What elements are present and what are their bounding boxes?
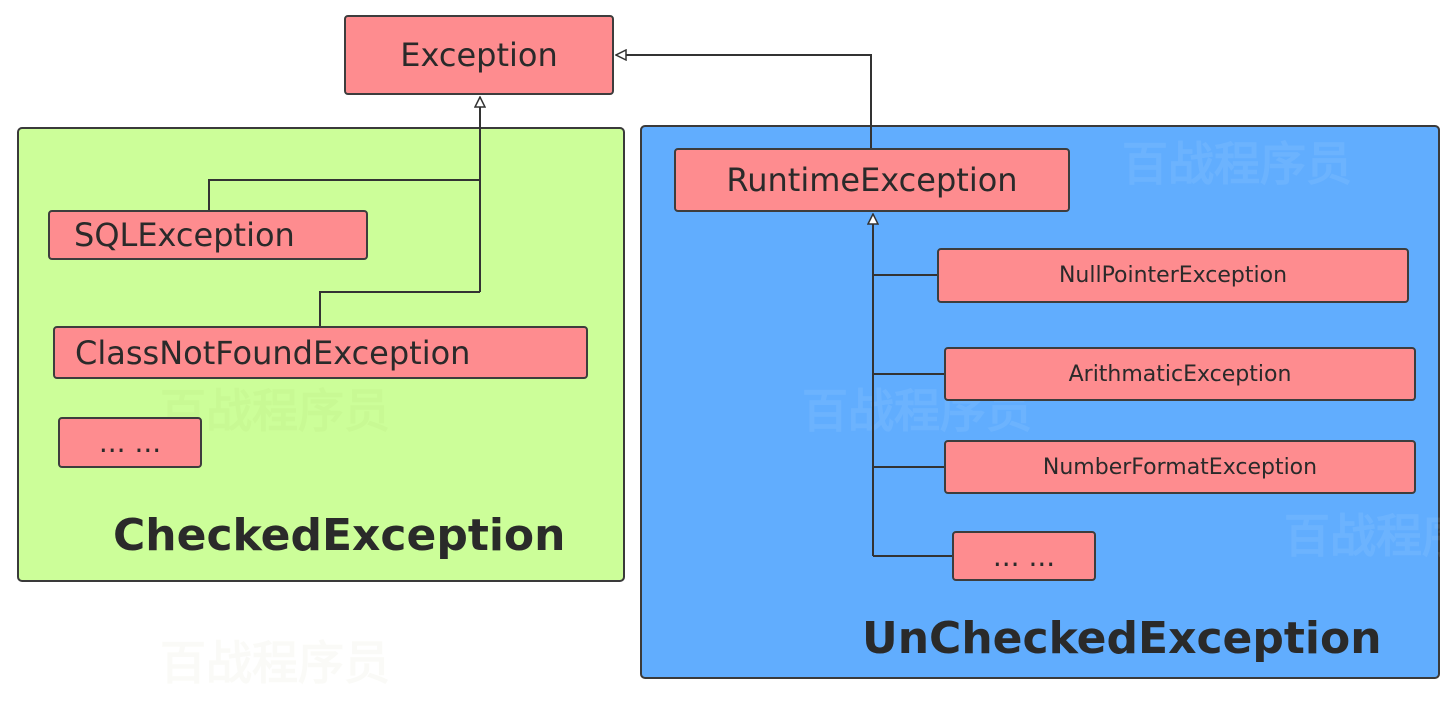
unchecked-ellipsis-node: ... ... <box>952 531 1096 581</box>
exception-node: Exception <box>344 15 614 95</box>
class-not-found-exception-node: ClassNotFoundException <box>53 326 588 379</box>
runtime-to-exception-connector <box>616 55 872 148</box>
number-format-exception-node: NumberFormatException <box>944 440 1416 494</box>
null-pointer-exception-node: NullPointerException <box>937 248 1409 303</box>
class-not-found-connector <box>319 291 480 326</box>
checked-exception-title: CheckedException <box>113 510 566 561</box>
sql-exception-connector <box>208 179 480 210</box>
sql-exception-node: SQLException <box>48 210 368 260</box>
runtime-exception-node: RuntimeException <box>674 148 1070 212</box>
arithmatic-exception-node: ArithmaticException <box>944 347 1416 401</box>
unchecked-exception-group <box>640 125 1440 679</box>
checked-ellipsis-node: ... ... <box>58 417 202 468</box>
unchecked-exception-title: UnCheckedException <box>862 613 1382 664</box>
